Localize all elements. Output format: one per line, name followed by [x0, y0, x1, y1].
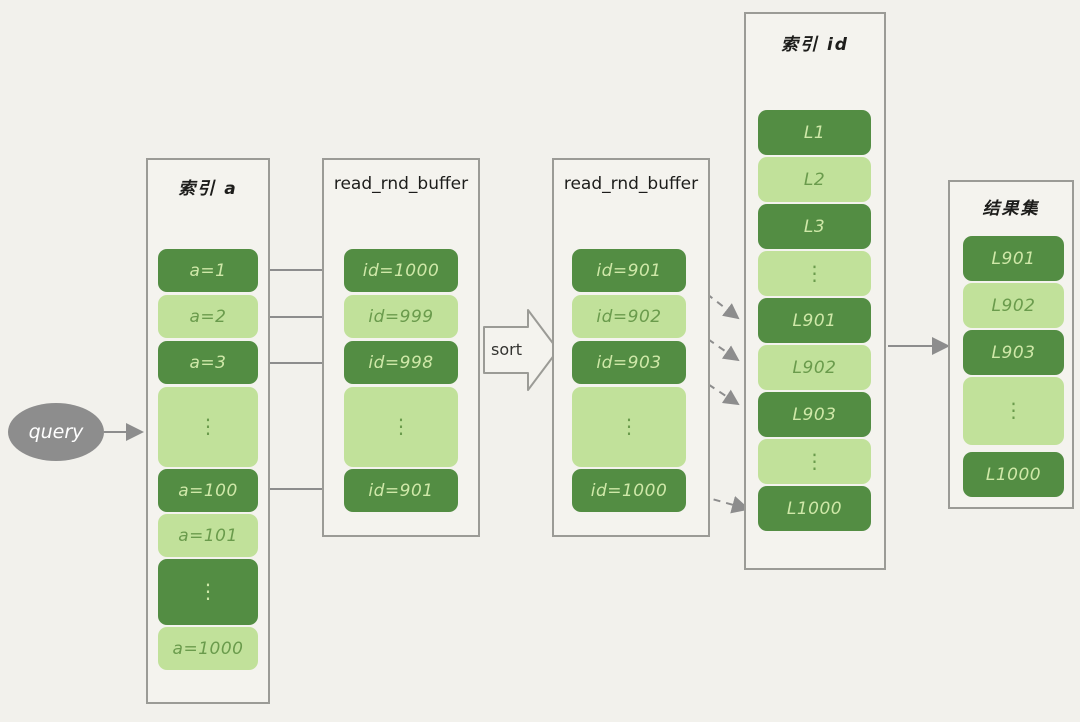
cell-label: L2: [803, 169, 826, 190]
cell-index-a-5[interactable]: a=101: [158, 514, 258, 557]
cell-index-id-5[interactable]: L902: [758, 345, 871, 390]
cell-buffer-sorted-2[interactable]: id=903: [572, 341, 686, 384]
panel-index-a-title: 索引 a: [178, 179, 238, 199]
query-node[interactable]: query: [8, 403, 104, 461]
cell-label: a=101: [178, 525, 238, 546]
cell-result-set-0[interactable]: L901: [963, 236, 1064, 281]
sort-label: sort: [491, 340, 522, 359]
cell-index-id-2[interactable]: L3: [758, 204, 871, 249]
cell-label: L1000: [786, 498, 843, 519]
query-label: query: [28, 421, 84, 443]
cell-buffer-unsorted-4[interactable]: id=901: [344, 469, 458, 512]
cell-label: a=1000: [172, 638, 244, 659]
cell-index-a-7[interactable]: a=1000: [158, 627, 258, 670]
cell-label: L903: [792, 404, 837, 425]
cell-index-id-4[interactable]: L901: [758, 298, 871, 343]
cell-label: L902: [792, 357, 837, 378]
cell-label: L902: [991, 295, 1036, 316]
cell-label: id=999: [368, 306, 434, 327]
cell-result-set-3[interactable]: ⋮: [963, 377, 1064, 445]
cell-index-a-6[interactable]: ⋮: [158, 559, 258, 625]
cell-label: id=901: [596, 260, 662, 281]
cell-index-a-2[interactable]: a=3: [158, 341, 258, 384]
cell-label: L1: [803, 122, 826, 143]
cell-label: a=100: [178, 480, 238, 501]
cell-label: ⋮: [619, 414, 639, 438]
cell-label: L1000: [985, 464, 1042, 485]
cell-label: id=902: [596, 306, 662, 327]
cell-buffer-sorted-1[interactable]: id=902: [572, 295, 686, 338]
cell-index-id-8[interactable]: L1000: [758, 486, 871, 531]
cell-label: L903: [991, 342, 1036, 363]
cell-label: ⋮: [198, 414, 218, 438]
cell-label: ⋮: [804, 448, 825, 473]
cell-label: L901: [991, 248, 1036, 269]
cell-result-set-2[interactable]: L903: [963, 330, 1064, 375]
cell-index-a-4[interactable]: a=100: [158, 469, 258, 512]
cell-buffer-unsorted-1[interactable]: id=999: [344, 295, 458, 338]
cell-label: ⋮: [391, 414, 411, 438]
cell-index-a-0[interactable]: a=1: [158, 249, 258, 292]
cell-label: ⋮: [198, 579, 218, 603]
cell-label: L3: [803, 216, 826, 237]
cell-result-set-1[interactable]: L902: [963, 283, 1064, 328]
cell-label: ⋮: [1003, 398, 1024, 422]
cell-buffer-sorted-0[interactable]: id=901: [572, 249, 686, 292]
cell-index-a-1[interactable]: a=2: [158, 295, 258, 338]
panel-buffer-unsorted-title: read_rnd_buffer: [333, 174, 469, 194]
cell-buffer-sorted-3[interactable]: ⋮: [572, 387, 686, 467]
cell-label: id=1000: [590, 480, 668, 501]
cell-label: id=998: [368, 352, 434, 373]
cell-index-id-7[interactable]: ⋮: [758, 439, 871, 484]
panel-index-id-title: 索引 id: [781, 35, 849, 55]
cell-buffer-unsorted-3[interactable]: ⋮: [344, 387, 458, 467]
cell-label: a=1: [189, 260, 227, 281]
panel-buffer-sorted-title: read_rnd_buffer: [563, 174, 699, 194]
cell-buffer-unsorted-0[interactable]: id=1000: [344, 249, 458, 292]
panel-result-set-title: 结果集: [982, 199, 1040, 219]
cell-index-id-1[interactable]: L2: [758, 157, 871, 202]
cell-index-id-0[interactable]: L1: [758, 110, 871, 155]
cell-index-id-6[interactable]: L903: [758, 392, 871, 437]
cell-result-set-4[interactable]: L1000: [963, 452, 1064, 497]
cell-label: id=903: [596, 352, 662, 373]
cell-label: a=2: [189, 306, 227, 327]
cell-buffer-unsorted-2[interactable]: id=998: [344, 341, 458, 384]
cell-label: a=3: [189, 352, 227, 373]
cell-label: ⋮: [804, 260, 825, 285]
cell-index-id-3[interactable]: ⋮: [758, 251, 871, 296]
cell-buffer-sorted-4[interactable]: id=1000: [572, 469, 686, 512]
cell-index-a-3[interactable]: ⋮: [158, 387, 258, 467]
cell-label: L901: [792, 310, 837, 331]
cell-label: id=901: [368, 480, 434, 501]
cell-label: id=1000: [362, 260, 440, 281]
